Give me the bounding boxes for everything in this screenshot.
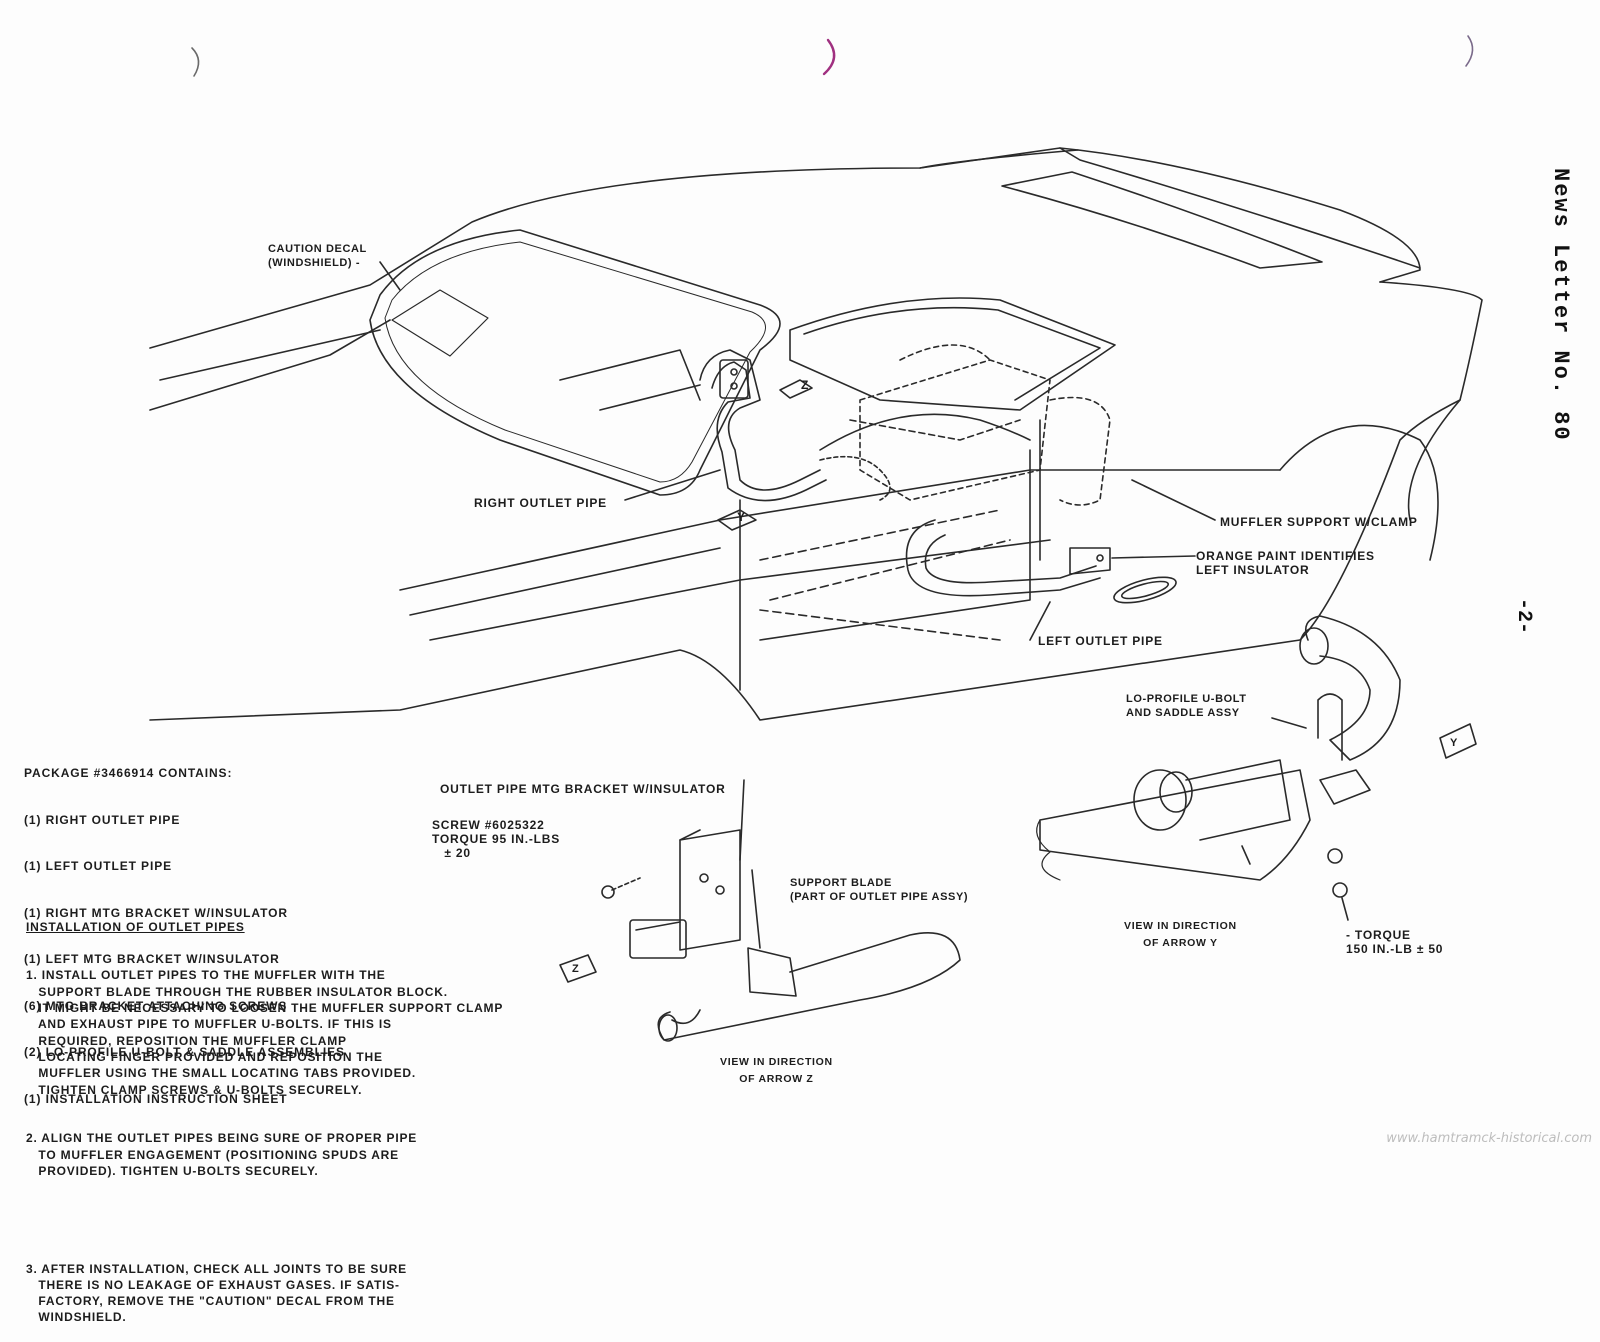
package-item: (1) INSTALLATION INSTRUCTION SHEET bbox=[24, 1091, 288, 1106]
arrow-y-detail-letter: Y bbox=[1450, 737, 1458, 749]
page-number: -2- bbox=[1512, 598, 1535, 635]
punch-mark-2 bbox=[822, 38, 836, 76]
car-exhaust-diagram bbox=[149, 35, 1483, 1042]
muffler-art bbox=[859, 344, 1111, 506]
package-contents: PACKAGE #3466914 CONTAINS: (1) RIGHT OUT… bbox=[24, 735, 345, 1123]
watermark: www.hamtramck-historical.com bbox=[1386, 1131, 1592, 1146]
right-outlet-pipe-art bbox=[699, 349, 891, 502]
caution-decal-label: CAUTION DECAL (WINDSHIELD) - bbox=[268, 243, 367, 269]
screw-label: SCREW #6025322 TORQUE 95 IN.-LBS ± 20 bbox=[432, 818, 561, 860]
orange-paint-label: ORANGE PAINT IDENTIFIES LEFT INSULATOR bbox=[1196, 549, 1375, 577]
installation-step: 1. INSTALL OUTLET PIPES TO THE MUFFLER W… bbox=[26, 968, 504, 1097]
left-outlet-pipe-label: LEFT OUTLET PIPE bbox=[1038, 634, 1163, 648]
package-item: (1) RIGHT MTG BRACKET W/INSULATOR bbox=[24, 905, 288, 920]
view-z-art bbox=[559, 779, 961, 1042]
installation-step: 2. ALIGN THE OUTLET PIPES BEING SURE OF … bbox=[26, 1131, 418, 1179]
outlet-bracket-label: OUTLET PIPE MTG BRACKET W/INSULATOR bbox=[440, 782, 726, 796]
arrow-y-letter: Y bbox=[737, 510, 746, 524]
punch-mark-3 bbox=[1465, 35, 1474, 67]
punch-mark-1 bbox=[191, 47, 200, 77]
right-outlet-pipe-label: RIGHT OUTLET PIPE bbox=[474, 496, 607, 510]
package-item: (6) MTG BRACKET ATTACHING SCREWS bbox=[24, 998, 288, 1013]
newsletter-title: News Letter No. 80 bbox=[1548, 168, 1573, 442]
installation-step: 3. AFTER INSTALLATION, CHECK ALL JOINTS … bbox=[26, 1261, 407, 1325]
installation-heading: INSTALLATION OF OUTLET PIPES bbox=[26, 919, 245, 934]
left-outlet-pipe-art bbox=[905, 519, 1177, 604]
package-title: PACKAGE #3466914 CONTAINS: bbox=[24, 766, 233, 780]
support-blade-label: SUPPORT BLADE (PART OF OUTLET PIPE ASSY) bbox=[790, 877, 969, 903]
caution-decal-shape bbox=[391, 289, 489, 357]
installation-instructions: INSTALLATION OF OUTLET PIPES 1. INSTALL … bbox=[26, 886, 503, 1342]
package-item: (1) LEFT OUTLET PIPE bbox=[24, 859, 173, 873]
arrow-z-letter: Z bbox=[801, 378, 810, 392]
lo-profile-label: LO-PROFILE U-BOLT AND SADDLE ASSY bbox=[1126, 693, 1247, 719]
package-item: (1) LEFT MTG BRACKET W/INSULATOR bbox=[24, 952, 280, 966]
package-item: (1) RIGHT OUTLET PIPE bbox=[24, 812, 181, 827]
windshield bbox=[369, 229, 781, 496]
car-body bbox=[149, 147, 1483, 721]
arrow-z-detail-letter: Z bbox=[572, 963, 580, 975]
view-y-label: VIEW IN DIRECTION OF ARROW Y bbox=[1124, 920, 1237, 949]
view-y-art bbox=[1036, 615, 1477, 921]
view-z-label: VIEW IN DIRECTION OF ARROW Z bbox=[720, 1056, 833, 1085]
package-item: (2) LO-PROFILE U-BOLT & SADDLE ASSEMBLIE… bbox=[24, 1045, 345, 1059]
torque-150-label: - TORQUE 150 IN.-LB ± 50 bbox=[1346, 928, 1444, 956]
muffler-support-label: MUFFLER SUPPORT W/CLAMP bbox=[1220, 515, 1418, 529]
